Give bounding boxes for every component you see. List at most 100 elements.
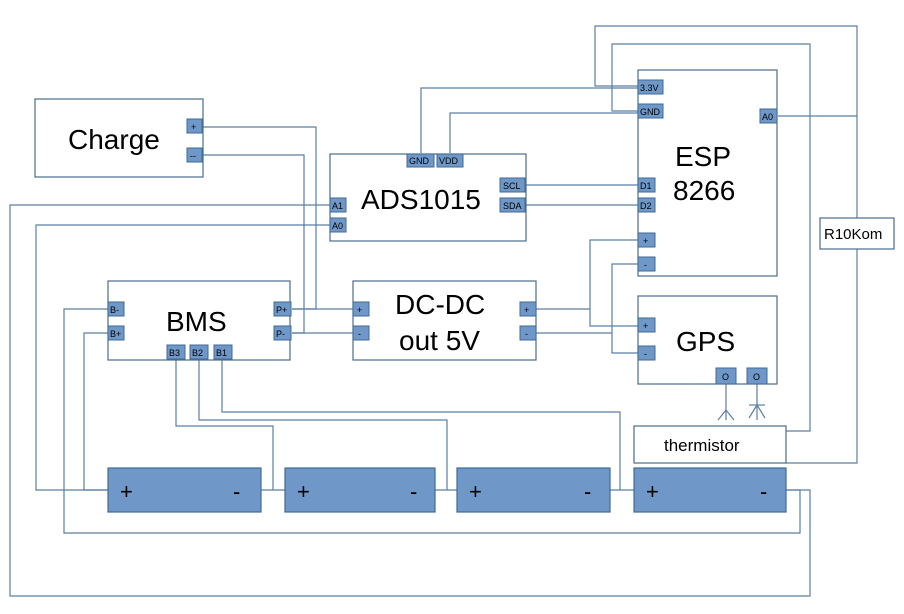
cell-plus-label: + bbox=[120, 479, 133, 504]
esp-title-line1: ESP bbox=[675, 141, 731, 172]
bms-b1-label: B1 bbox=[216, 348, 227, 358]
ads-title: ADS1015 bbox=[361, 184, 481, 215]
resistor-label: R10Kom bbox=[824, 226, 882, 243]
charge-minus-pin bbox=[186, 147, 203, 163]
esp-d1-pin bbox=[637, 177, 656, 193]
ads-a1-pin bbox=[329, 197, 347, 213]
wire-esp-gnd-ads-vdd bbox=[449, 112, 638, 153]
ads-vdd-label: VDD bbox=[439, 156, 459, 166]
wire-bminus bbox=[63, 308, 801, 534]
gps-minus-pin bbox=[637, 345, 656, 361]
gps-plus-pin bbox=[637, 317, 656, 333]
ads-scl-pin bbox=[499, 177, 526, 193]
dcdc-title-line1: DC-DC bbox=[395, 289, 485, 320]
esp-d2-label: D2 bbox=[640, 201, 652, 211]
esp-box bbox=[637, 69, 778, 277]
gps-plus-label: + bbox=[643, 321, 648, 331]
thermistor: thermistor bbox=[633, 425, 787, 464]
dcdc-in-minus-pin bbox=[352, 325, 370, 341]
cell-minus-label: - bbox=[233, 479, 240, 504]
wire-b3 bbox=[175, 359, 274, 490]
bms-module: BMS B- B+ P+ P- B3 B2 B1 bbox=[107, 280, 292, 361]
dcdc-in-plus-label: + bbox=[357, 305, 362, 315]
bms-bplus-label: B+ bbox=[110, 329, 121, 339]
wire-a1-loop bbox=[9, 204, 811, 597]
esp-d2-pin bbox=[637, 197, 656, 213]
bms-pplus-pin bbox=[273, 301, 292, 317]
wire-dcdc-plus-out bbox=[536, 239, 638, 310]
esp-gnd-label: GND bbox=[640, 107, 661, 117]
charge-minus-label: -- bbox=[190, 151, 196, 161]
bms-b3-label: B3 bbox=[169, 348, 180, 358]
bms-b2-label: B2 bbox=[192, 348, 203, 358]
esp-d1-label: D1 bbox=[640, 181, 652, 191]
cell-minus-label: - bbox=[584, 479, 591, 504]
esp-title-line2: 8266 bbox=[673, 175, 735, 206]
cell-plus-label: + bbox=[646, 479, 659, 504]
battery-cell: + - bbox=[456, 467, 611, 513]
charge-module: Charge + -- bbox=[34, 98, 204, 178]
ads-vdd-pin bbox=[436, 153, 464, 168]
wire-a0-battery bbox=[35, 224, 330, 491]
wire-b1 bbox=[221, 359, 621, 490]
antenna1-icon bbox=[717, 409, 735, 421]
bms-pplus-label: P+ bbox=[276, 305, 287, 315]
wire-bplus bbox=[83, 332, 108, 491]
gps-antenna2-label: O bbox=[753, 372, 760, 382]
esp-3v3-label: 3.3V bbox=[640, 83, 659, 93]
cell-plus-label: + bbox=[297, 479, 310, 504]
gps-antenna1-pin bbox=[715, 367, 737, 385]
gps-title: GPS bbox=[676, 326, 735, 357]
dcdc-title-line2: out 5V bbox=[399, 325, 480, 356]
bms-title: BMS bbox=[166, 306, 227, 337]
charge-box bbox=[34, 98, 204, 178]
charge-title: Charge bbox=[68, 124, 160, 155]
wire-outer-loop bbox=[594, 25, 858, 464]
dcdc-in-plus-pin bbox=[352, 301, 370, 317]
esp-a0-pin bbox=[759, 108, 778, 124]
bms-pminus-pin bbox=[273, 325, 292, 341]
dcdc-out-minus-pin bbox=[519, 325, 537, 341]
esp8266-module: ESP 8266 3.3V GND A0 D1 D2 + - bbox=[637, 69, 778, 277]
cell-minus-label: - bbox=[410, 479, 417, 504]
wire-dcdc-minus-gps bbox=[611, 333, 638, 354]
resistor-box bbox=[819, 217, 895, 250]
gps-antenna1-label: O bbox=[722, 372, 729, 382]
ads1015-module: ADS1015 GND VDD SCL SDA A1 A0 bbox=[329, 153, 527, 242]
esp-plus-label: + bbox=[643, 236, 648, 246]
dcdc-in-minus-label: - bbox=[358, 329, 361, 339]
gps-module: GPS + - O O bbox=[637, 295, 778, 421]
bms-b2-pin bbox=[189, 344, 209, 360]
cell-plus-label: + bbox=[469, 479, 482, 504]
resistor: R10Kom bbox=[819, 217, 895, 250]
bms-b3-pin bbox=[166, 344, 186, 360]
bms-bplus-pin bbox=[107, 325, 125, 341]
wire-b2 bbox=[198, 359, 448, 490]
gps-antenna2-pin bbox=[746, 367, 768, 385]
wire-esp-33v-ads-gnd bbox=[420, 87, 638, 153]
antenna2-icon bbox=[748, 404, 766, 419]
dcdc-box bbox=[352, 280, 537, 361]
ads-scl-label: SCL bbox=[503, 181, 521, 191]
battery-cell: + - bbox=[633, 467, 787, 513]
wire-dcdc-minus-out bbox=[536, 263, 638, 334]
ads-box bbox=[329, 153, 527, 242]
esp-plus-pin bbox=[637, 232, 656, 248]
ads-a1-label: A1 bbox=[332, 201, 343, 211]
battery-pack: + - + - + - + - bbox=[107, 467, 787, 513]
dcdc-out-plus-pin bbox=[519, 301, 537, 317]
thermistor-label: thermistor bbox=[664, 436, 740, 455]
dcdc-module: DC-DC out 5V + - + - bbox=[352, 280, 537, 361]
bms-bminus-label: B- bbox=[110, 305, 119, 315]
ads-a0-pin bbox=[329, 217, 347, 233]
esp-gnd-pin bbox=[637, 103, 664, 119]
charge-plus-pin bbox=[186, 118, 203, 134]
bms-pminus-label: P- bbox=[276, 329, 285, 339]
thermistor-box bbox=[633, 425, 787, 464]
wire-dcdc-plus-gps bbox=[589, 309, 638, 327]
ads-a0-label: A0 bbox=[332, 221, 343, 231]
ads-sda-label: SDA bbox=[503, 201, 522, 211]
ads-gnd-pin bbox=[406, 153, 435, 168]
dcdc-out-minus-label: - bbox=[525, 329, 528, 339]
